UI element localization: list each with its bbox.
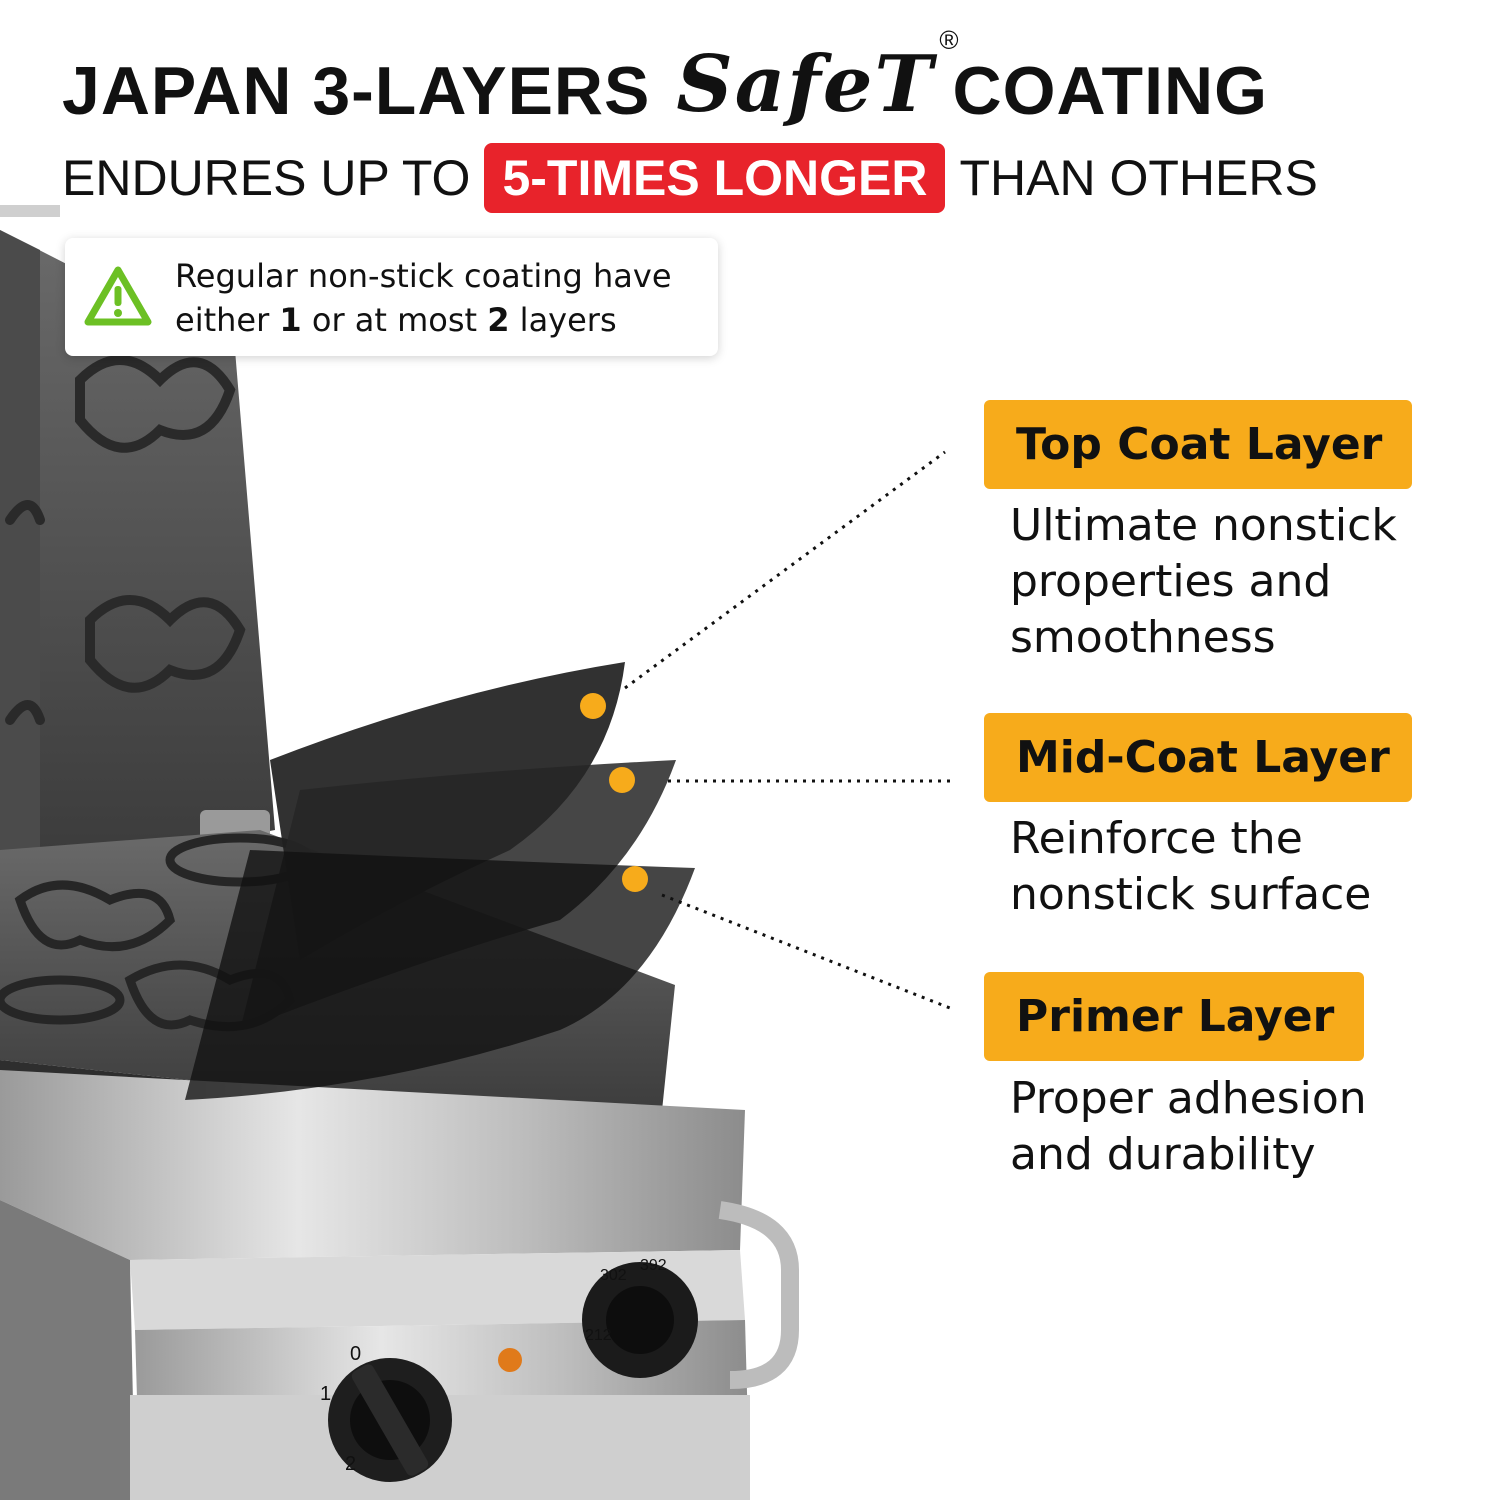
headline-part1: JAPAN 3-LAYERS — [62, 53, 651, 129]
dial-label-2: 2 — [345, 1453, 356, 1475]
top-coat-desc-line: Ultimate nonstick — [1010, 500, 1397, 551]
subline: ENDURES UP TO 5-TIMES LONGER THAN OTHERS — [62, 138, 1318, 218]
top-coat-description: Ultimate nonstick properties and smoothn… — [1010, 498, 1480, 666]
warning-triangle-icon — [84, 266, 152, 326]
brand-logo: SafeT® — [676, 25, 958, 130]
mid-coat-description: Reinforce the nonstick surface — [1010, 811, 1480, 923]
subline-post: THAN OTHERS — [959, 150, 1318, 206]
primer-badge: Primer Layer — [984, 972, 1364, 1061]
top-coat-badge: Top Coat Layer — [984, 400, 1412, 489]
primer-desc-line: and durability — [1010, 1129, 1316, 1180]
note-card: Regular non-stick coating have either 1 … — [65, 238, 718, 356]
note-line-2: either 1 or at most 2 layers — [175, 298, 672, 342]
subline-pre: ENDURES UP TO — [62, 150, 471, 206]
note-layers: layers — [519, 301, 617, 339]
dial2-label-302: 302 — [600, 1267, 627, 1284]
headline: JAPAN 3-LAYERS SafeT® COATING — [62, 25, 1462, 130]
primer-dot — [622, 866, 648, 892]
primer-desc-line: Proper adhesion — [1010, 1073, 1367, 1124]
note-or-at-most: or at most — [311, 301, 478, 339]
top-coat-desc-line: smoothness — [1010, 612, 1276, 663]
note-either: either — [175, 301, 270, 339]
mid-coat-dot — [609, 767, 635, 793]
note-number-1: 1 — [279, 301, 302, 339]
note-number-2: 2 — [487, 301, 510, 339]
dial-label-0: 0 — [350, 1343, 361, 1365]
primer-description: Proper adhesion and durability — [1010, 1071, 1480, 1183]
mid-coat-desc-line: nonstick surface — [1010, 869, 1372, 920]
top-coat-desc-line: properties and — [1010, 556, 1332, 607]
note-line-1: Regular non-stick coating have — [175, 257, 672, 295]
waffle-maker-illustration: 0 1 2 302 392 212 — [0, 205, 956, 1500]
top-coat-leader — [624, 450, 946, 690]
dial2-label-212: 212 — [585, 1327, 612, 1344]
dial2-label-392: 392 — [640, 1257, 667, 1274]
mid-coat-badge: Mid-Coat Layer — [984, 713, 1412, 802]
note-text: Regular non-stick coating have either 1 … — [175, 254, 672, 342]
dial-label-1: 1 — [320, 1383, 331, 1405]
highlight-badge: 5-TIMES LONGER — [484, 143, 946, 213]
brand-name: SafeT — [676, 39, 935, 130]
top-coat-dot — [580, 693, 606, 719]
headline-part2: COATING — [952, 53, 1268, 129]
primer-leader — [661, 893, 956, 1012]
registered-mark: ® — [939, 25, 961, 55]
primer-sheet — [185, 850, 695, 1100]
mid-coat-desc-line: Reinforce the — [1010, 813, 1303, 864]
